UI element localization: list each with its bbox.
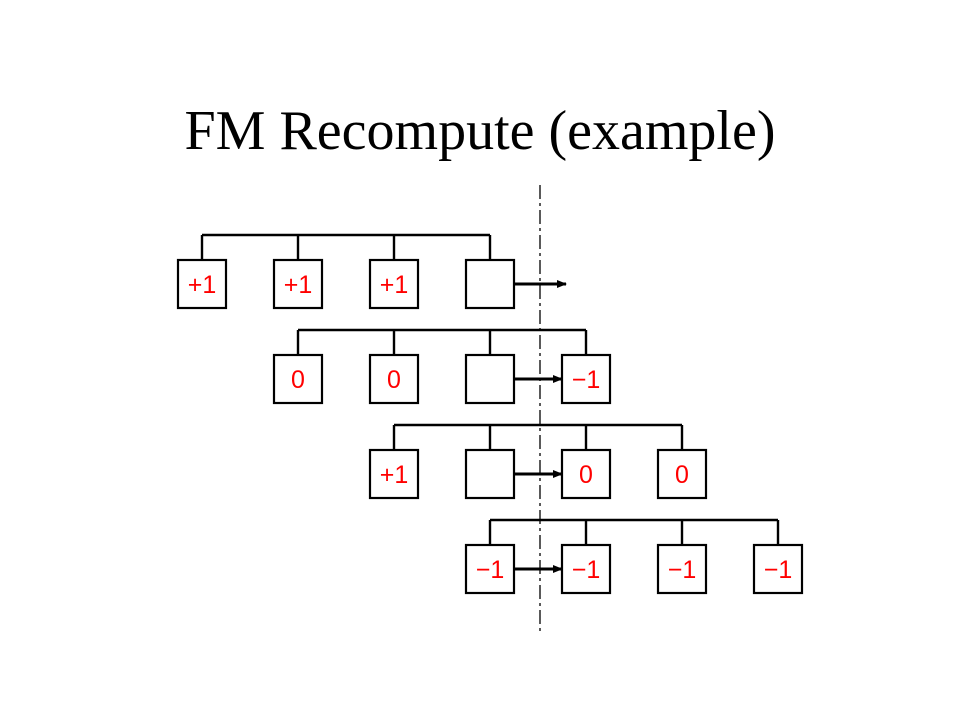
cell-value: −1 xyxy=(476,556,505,584)
cell-box xyxy=(368,258,420,310)
cell-box xyxy=(368,448,420,500)
cell-value: −1 xyxy=(572,556,601,584)
cell-value: 0 xyxy=(579,461,593,489)
cell-box xyxy=(272,258,324,310)
cell-value: 0 xyxy=(675,461,689,489)
cell-value: +1 xyxy=(188,271,217,299)
cell-box xyxy=(368,353,420,405)
slide-title: FM Recompute (example) xyxy=(184,100,776,162)
net-row: −1 −1 −1 −1 xyxy=(464,518,804,595)
cell-box xyxy=(464,448,516,500)
cell-box xyxy=(656,448,708,500)
cell-box xyxy=(560,543,612,595)
cell-box xyxy=(464,258,516,310)
cell-value: 0 xyxy=(291,366,305,394)
net-row: +1 0 0 xyxy=(368,423,708,500)
cell-value: −1 xyxy=(572,366,601,394)
cell-box xyxy=(272,353,324,405)
cell-value: +1 xyxy=(380,271,409,299)
cell-box xyxy=(752,543,804,595)
net-row: +1 +1 +1 xyxy=(176,233,567,310)
cell-value: −1 xyxy=(668,556,697,584)
cell-box xyxy=(656,543,708,595)
net-row: 0 0 −1 xyxy=(272,328,612,405)
cell-value: +1 xyxy=(380,461,409,489)
cell-value: 0 xyxy=(387,366,401,394)
cell-value: −1 xyxy=(764,556,793,584)
cell-box xyxy=(464,353,516,405)
rows-layer: +1 +1 +1 0 0 −1 +1 0 0 −1 −1 −1 −1 xyxy=(176,233,804,595)
cell-box xyxy=(560,448,612,500)
cell-box xyxy=(176,258,228,310)
cell-value: +1 xyxy=(284,271,313,299)
